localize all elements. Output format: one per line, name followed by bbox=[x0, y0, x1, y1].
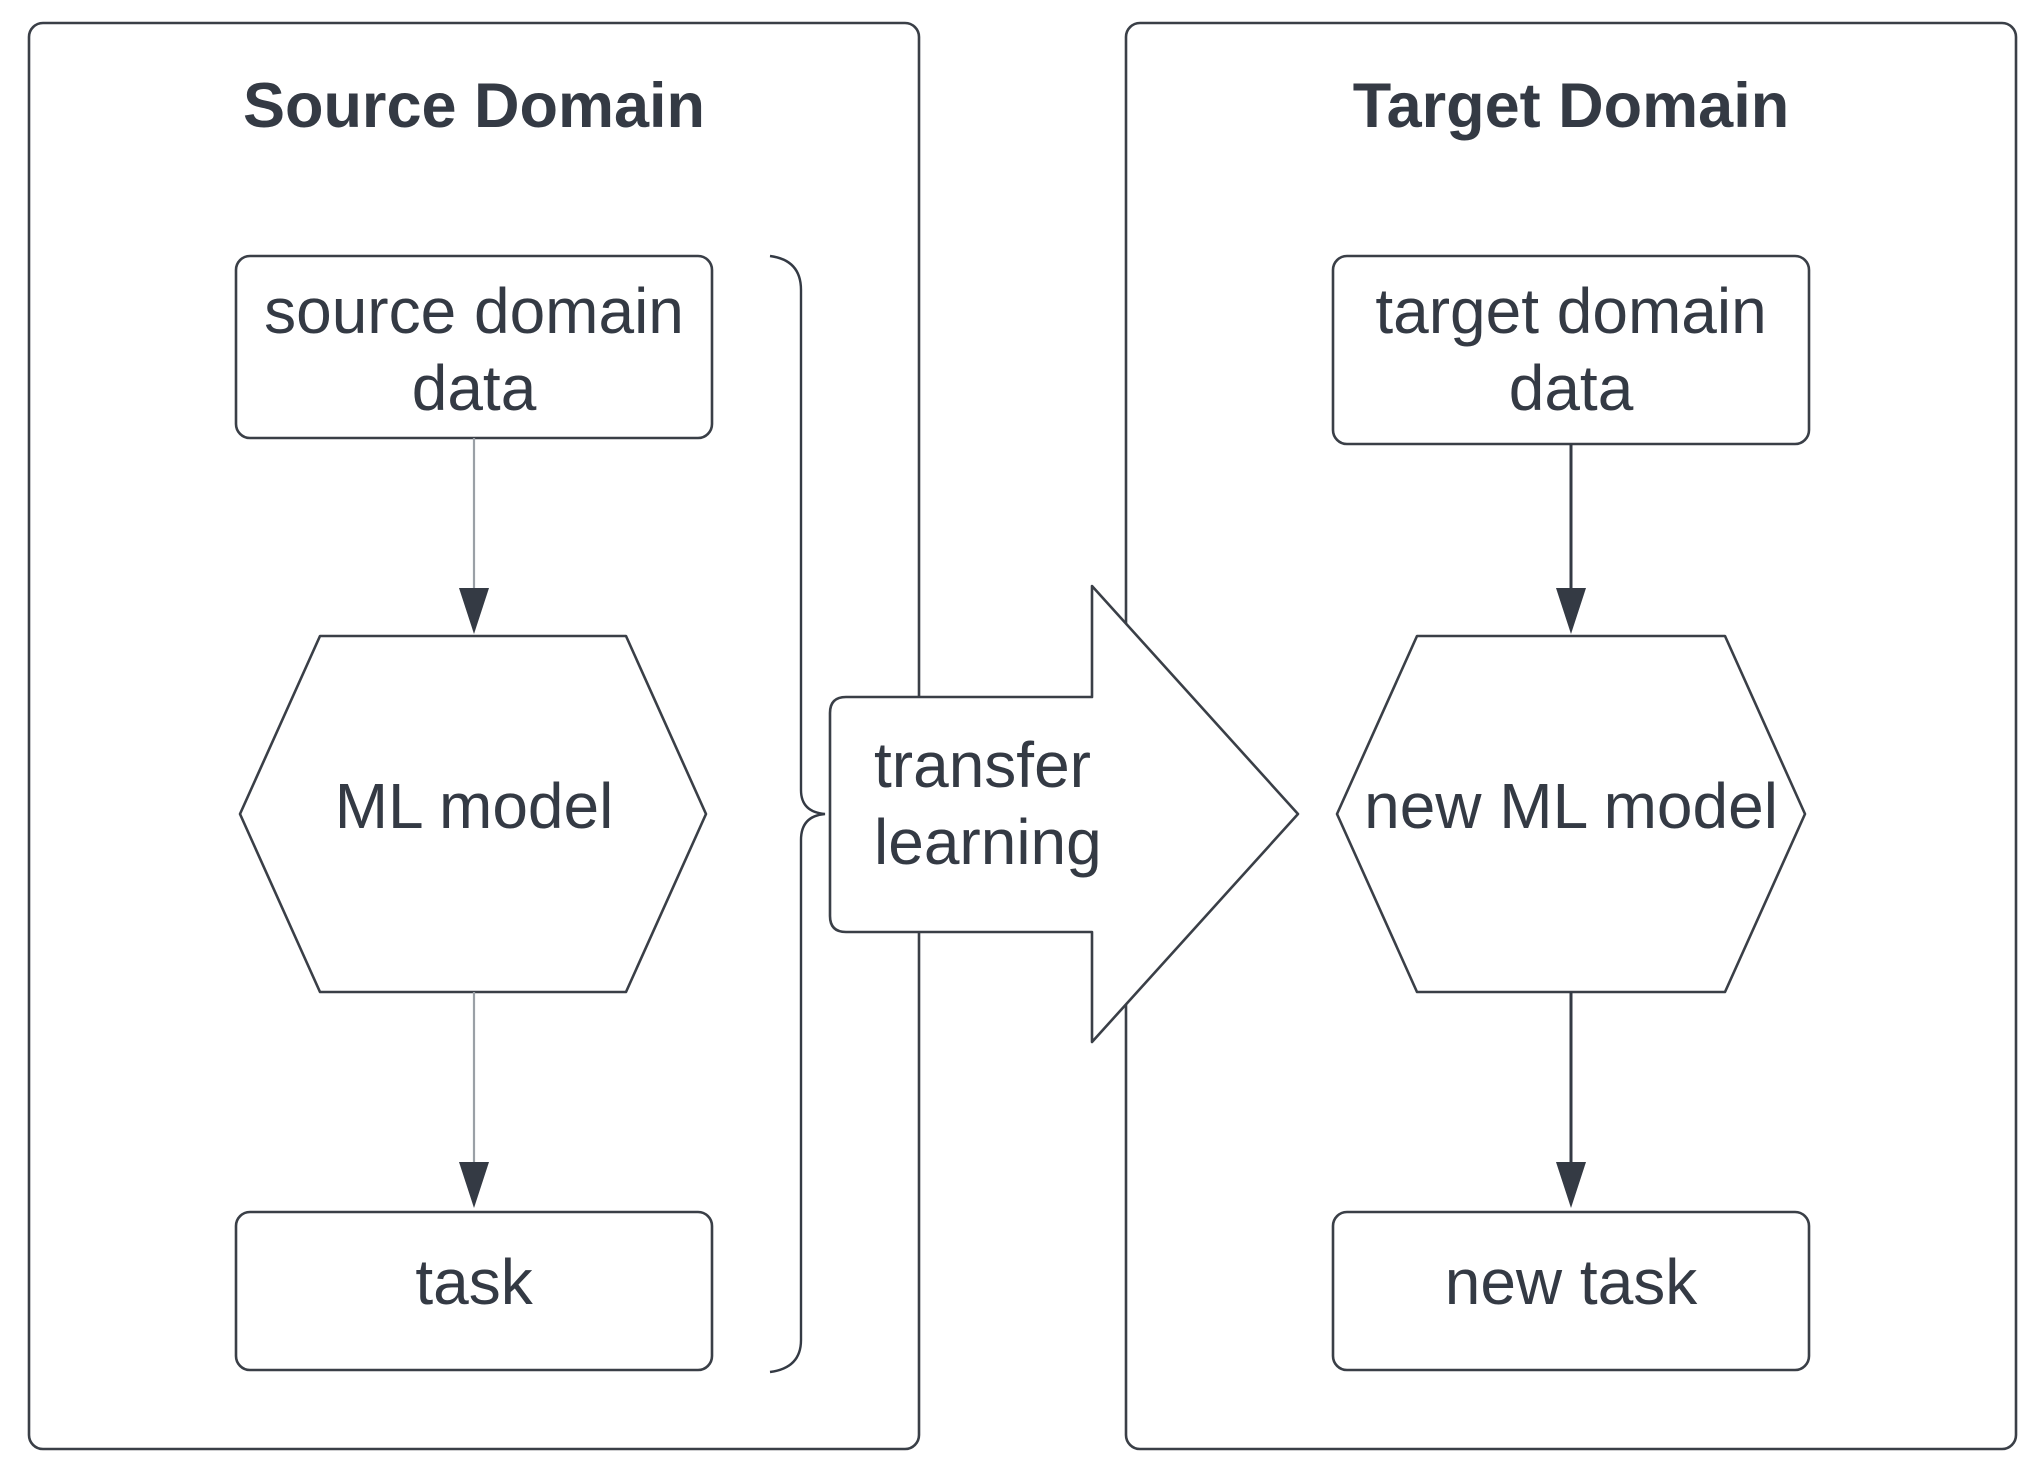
source-domain-panel: Source Domain source domain data ML mode… bbox=[27, 21, 921, 1451]
transfer-label-line1: transfer bbox=[874, 729, 1091, 801]
target-arrow-data-to-model bbox=[1556, 444, 1586, 634]
source-bracket bbox=[769, 254, 826, 1374]
transfer-learning-arrow: transfer learning bbox=[828, 584, 1300, 1044]
source-data-label-line2: data bbox=[412, 352, 537, 424]
source-data-node: source domain data bbox=[234, 254, 714, 440]
transfer-label-line2: learning bbox=[874, 806, 1102, 878]
source-model-label: ML model bbox=[335, 770, 614, 842]
target-task-label: new task bbox=[1445, 1246, 1699, 1318]
target-panel-title: Target Domain bbox=[1353, 71, 1789, 141]
target-data-label-line2: data bbox=[1509, 352, 1634, 424]
target-data-label-line1: target domain bbox=[1375, 275, 1766, 347]
target-model-label: new ML model bbox=[1364, 770, 1778, 842]
source-arrow-data-to-model bbox=[459, 438, 489, 634]
source-model-node: ML model bbox=[238, 634, 708, 994]
target-task-node: new task bbox=[1331, 1210, 1811, 1372]
target-data-node: target domain data bbox=[1331, 254, 1811, 446]
source-task-node: task bbox=[234, 1210, 714, 1372]
target-domain-panel: Target Domain target domain data new ML … bbox=[1124, 21, 2018, 1451]
source-data-label-line1: source domain bbox=[264, 275, 684, 347]
source-task-label: task bbox=[415, 1246, 533, 1318]
source-panel-title: Source Domain bbox=[243, 71, 705, 141]
target-model-node: new ML model bbox=[1335, 634, 1807, 994]
target-arrow-model-to-task bbox=[1556, 992, 1586, 1208]
source-arrow-model-to-task bbox=[459, 992, 489, 1208]
